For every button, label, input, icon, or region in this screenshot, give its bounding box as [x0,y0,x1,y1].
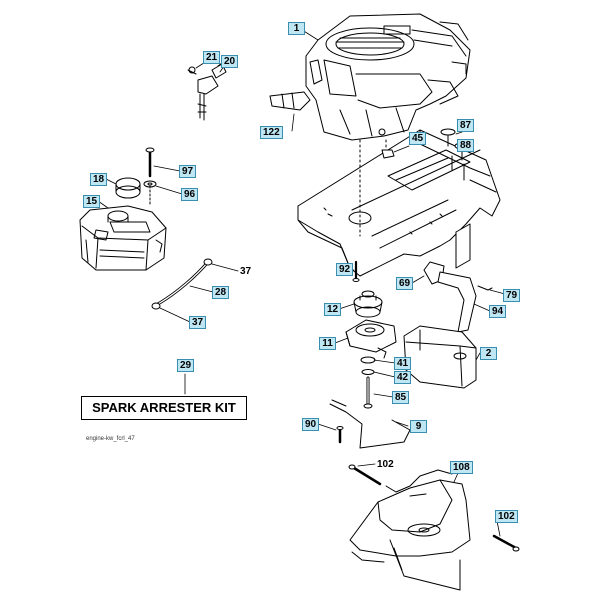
nut-45-drawing [378,128,395,159]
callout-part-85[interactable]: 85 [392,391,410,404]
bolt-97-washer-96-drawing [143,147,157,207]
figure-reference: engine-kw_fcrl_47 [86,436,135,442]
callout-part-88[interactable]: 88 [457,139,475,152]
callout-part-122[interactable]: 122 [260,126,283,139]
deck-bracket-108-drawing [349,469,471,591]
callout-part-87[interactable]: 87 [457,119,475,132]
bolt-92-drawing [352,260,360,282]
callout-part-102-upper[interactable]: 102 [377,459,394,470]
fuel-cap-drawing [115,177,141,199]
callout-part-94[interactable]: 94 [489,305,507,318]
washers-41-42-drawing [360,356,376,375]
callout-part-29[interactable]: 29 [177,359,195,372]
fuel-tank-drawing [79,205,167,271]
spark-arrester-kit-label: SPARK ARRESTER KIT [81,396,247,420]
engine-drawing [305,13,471,141]
callout-part-97[interactable]: 97 [179,165,197,178]
callout-part-2[interactable]: 2 [480,347,497,360]
bolt-102-drawing [348,464,520,552]
leader-lines [97,27,506,537]
callout-part-15[interactable]: 15 [83,195,101,208]
pto-11-drawing [345,319,397,359]
fuel-line-28-drawing [151,258,213,310]
hose-122-drawing [269,91,311,111]
callout-part-12[interactable]: 12 [324,303,342,316]
callout-part-21[interactable]: 21 [203,51,221,64]
callout-part-92[interactable]: 92 [336,263,354,276]
callout-part-90[interactable]: 90 [302,418,320,431]
callout-part-69[interactable]: 69 [396,277,414,290]
callout-part-20[interactable]: 20 [221,55,239,68]
callout-part-45[interactable]: 45 [409,132,427,145]
callout-part-102-lower[interactable]: 102 [495,510,518,523]
bolt-85-drawing [363,376,373,409]
callout-part-96[interactable]: 96 [181,188,199,201]
muffler-2-drawing [403,325,477,389]
callout-part-1[interactable]: 1 [288,22,305,35]
callout-part-79[interactable]: 79 [503,289,521,302]
callout-part-41[interactable]: 41 [394,357,412,370]
callout-part-42[interactable]: 42 [394,371,412,384]
bolt-90-drawing [336,426,344,444]
callout-part-28[interactable]: 28 [212,286,230,299]
bracket-69-94-drawing [423,261,493,333]
callout-part-11[interactable]: 11 [319,337,336,350]
callout-part-37-lower[interactable]: 37 [189,316,207,329]
frame-drawing [297,129,501,277]
callout-part-9[interactable]: 9 [410,420,427,433]
ignition-switch-drawing [187,59,227,121]
callout-part-37-upper[interactable]: 37 [240,266,252,277]
callout-part-108[interactable]: 108 [450,461,473,474]
pto-clutch-drawing [353,290,383,318]
callout-part-18[interactable]: 18 [90,173,108,186]
